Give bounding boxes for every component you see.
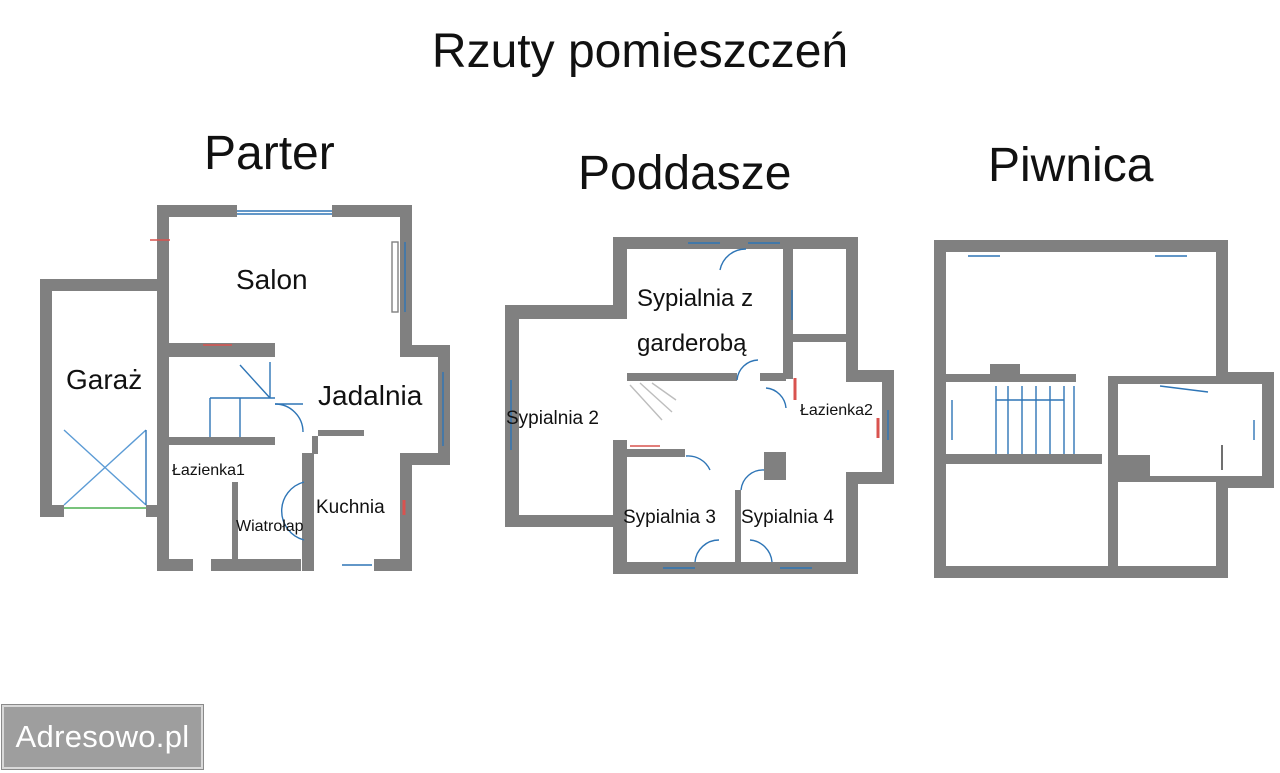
wall xyxy=(318,430,364,436)
wall xyxy=(613,237,858,249)
wall xyxy=(934,566,1228,578)
garage-diagonal xyxy=(63,429,147,506)
wall xyxy=(846,472,858,574)
wall xyxy=(1262,372,1274,488)
wall xyxy=(169,343,275,357)
room-label-salon: Salon xyxy=(236,264,308,295)
wall xyxy=(302,453,314,571)
wall xyxy=(783,249,793,379)
door-arc xyxy=(736,359,759,381)
stairs xyxy=(651,382,677,401)
wall xyxy=(1216,476,1228,578)
wall xyxy=(400,453,412,571)
wall xyxy=(627,449,685,457)
room-label-lazienka2: Łazienka2 xyxy=(800,402,873,419)
stairs xyxy=(629,384,663,421)
wall xyxy=(613,440,627,574)
wall xyxy=(400,205,412,350)
garage-wall xyxy=(146,505,160,517)
door-arc xyxy=(765,387,787,409)
stairs xyxy=(239,364,271,399)
wall xyxy=(793,334,846,342)
door-arc xyxy=(749,539,773,563)
door-arc xyxy=(740,469,765,491)
room-label-wiatrolap: Wiatrołap xyxy=(236,518,304,535)
room-label-lazienka1: Łazienka1 xyxy=(172,462,245,479)
wall xyxy=(157,205,237,217)
floor-title-piwnica: Piwnica xyxy=(988,139,1154,192)
door-arc xyxy=(280,481,305,541)
floor-title-poddasze: Poddasze xyxy=(578,147,792,200)
room-label-sypialnia3: Sypialnia 3 xyxy=(623,507,716,528)
wall xyxy=(946,454,1102,464)
wall xyxy=(332,205,412,217)
door-arc xyxy=(274,403,304,433)
plan-parter-details xyxy=(63,210,444,566)
watermark-text: Adresowo.pl xyxy=(15,719,190,754)
door-arc xyxy=(719,248,747,271)
wall xyxy=(400,453,450,465)
page-title: Rzuty pomieszczeń xyxy=(431,25,849,78)
floor-title-parter: Parter xyxy=(204,127,335,180)
wall xyxy=(169,437,275,445)
wall xyxy=(400,345,450,357)
wall xyxy=(157,559,193,571)
wall xyxy=(735,490,741,574)
room-label-garaz: Garaż xyxy=(66,364,143,395)
garage-wall xyxy=(40,279,52,517)
wall xyxy=(505,515,627,527)
door-arc xyxy=(685,455,711,471)
wall xyxy=(312,436,318,454)
wall xyxy=(760,373,786,381)
wall xyxy=(1118,476,1216,482)
wall xyxy=(505,305,519,527)
plan-piwnica-details xyxy=(951,255,1255,470)
garage-wall xyxy=(40,505,64,517)
wall xyxy=(157,205,169,571)
wall xyxy=(1108,376,1118,566)
plan-poddasze xyxy=(505,237,894,574)
wall xyxy=(1108,376,1218,384)
wall xyxy=(946,374,1076,382)
wall xyxy=(505,305,627,319)
wall xyxy=(1216,476,1274,488)
door-arc xyxy=(694,539,720,563)
wall xyxy=(374,559,412,571)
stairs xyxy=(639,382,673,413)
wall xyxy=(438,345,450,465)
wall xyxy=(232,482,238,560)
wall xyxy=(1216,372,1274,384)
garage-wall xyxy=(40,279,160,291)
room-label-sypialnia-z-garderoba-line2: garderobą xyxy=(637,330,747,357)
wall xyxy=(846,237,858,373)
window xyxy=(391,241,399,313)
plan-poddasze-details xyxy=(510,242,889,569)
wall xyxy=(990,364,1020,376)
wall xyxy=(613,237,627,309)
room-label-sypialnia-z-garderoba-line1: Sypialnia z xyxy=(637,285,754,312)
room-label-sypialnia2: Sypialnia 2 xyxy=(506,408,599,429)
plan-parter xyxy=(40,205,450,571)
wall xyxy=(1118,455,1150,479)
wall xyxy=(934,240,946,578)
room-label-jadalnia: Jadalnia xyxy=(318,380,423,411)
wall xyxy=(934,240,1228,252)
room-label-kuchnia: Kuchnia xyxy=(316,497,385,518)
wall xyxy=(1216,240,1228,376)
room-label-sypialnia4: Sypialnia 4 xyxy=(741,507,834,528)
wall xyxy=(764,452,786,480)
wall xyxy=(627,373,737,381)
plan-piwnica xyxy=(934,240,1274,578)
wall xyxy=(211,559,301,571)
watermark-logo: Adresowo.pl xyxy=(1,704,204,770)
